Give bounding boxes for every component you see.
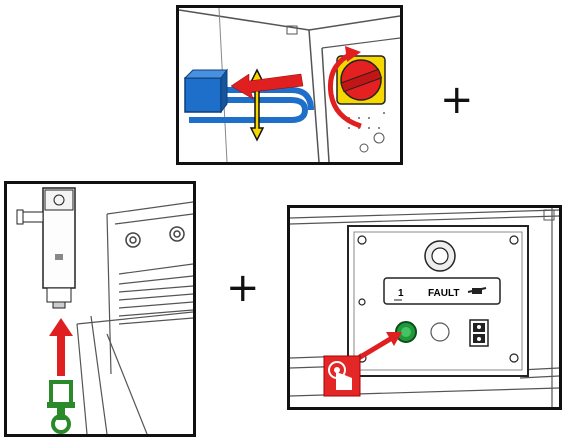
lockout-disconnect-panel — [176, 5, 403, 165]
press-button-hand-icon — [324, 356, 360, 396]
display-number: 1 — [398, 288, 404, 299]
control-box-illustration: 1 FAULT — [290, 208, 559, 407]
insert-key-arrow-icon — [49, 318, 73, 376]
lockout-padlock-icon — [185, 70, 227, 112]
actuator-key-icon — [47, 382, 75, 432]
stop-knob — [425, 241, 455, 271]
white-button — [431, 323, 449, 341]
safety-switch-icon — [17, 188, 75, 308]
display-fault-text: FAULT — [428, 288, 459, 299]
fault-display: 1 FAULT — [384, 278, 500, 304]
pull-arrow-icon — [231, 74, 303, 99]
lockout-illustration — [179, 8, 400, 162]
safety-switch-illustration — [7, 184, 193, 434]
safety-switch-panel — [4, 181, 196, 437]
plus-operator: + — [226, 268, 260, 308]
plus-operator: + — [440, 80, 474, 120]
fault-reset-panel: 1 FAULT — [287, 205, 562, 410]
rotary-disconnect-switch — [337, 56, 385, 104]
key-selector — [470, 320, 488, 346]
